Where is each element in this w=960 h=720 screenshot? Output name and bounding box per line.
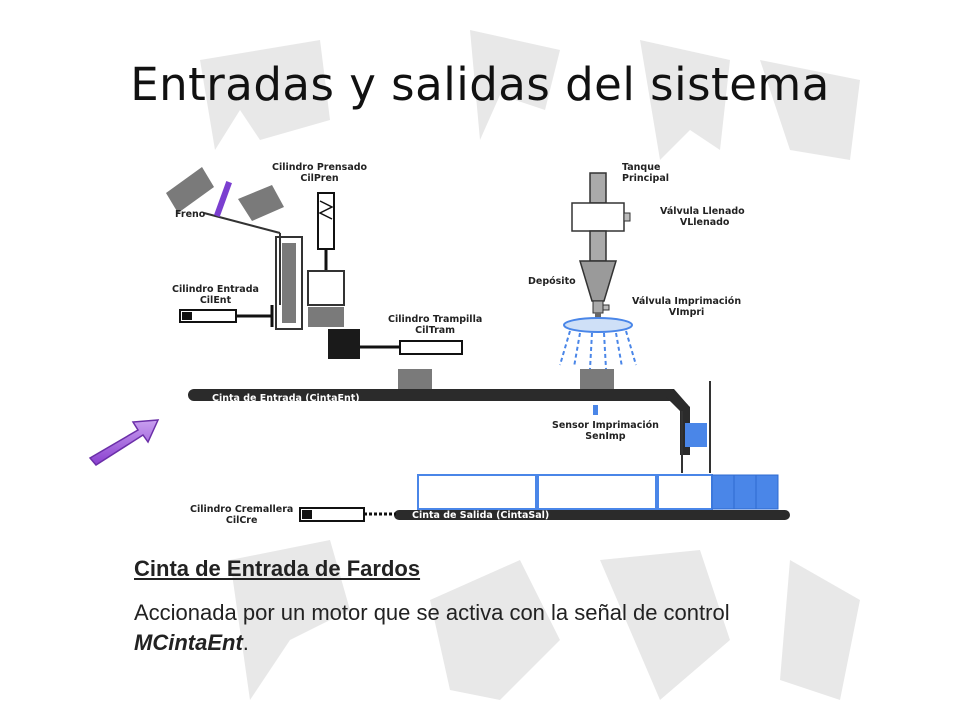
cil-cremallera [299, 507, 396, 522]
label-deposito: Depósito [528, 276, 576, 287]
exit-belt-boxes [417, 474, 779, 510]
brake [214, 181, 232, 217]
entry-belt [188, 389, 688, 409]
cil-trampilla [360, 340, 463, 355]
box-2 [580, 369, 614, 389]
machine-diagram [166, 167, 790, 522]
falling-box [685, 423, 707, 447]
cil-prensado [307, 192, 345, 327]
press-plate [282, 243, 296, 323]
inclined-feeder [166, 167, 284, 305]
cil-entrada [179, 305, 274, 327]
box-1 [398, 369, 432, 389]
exit-belt [394, 510, 790, 520]
signal-name: MCintaEnt [134, 630, 243, 655]
label-valvula-llenado: Válvula Llenado VLlenado [660, 206, 745, 228]
label-freno: Freno [175, 209, 206, 220]
trampilla [328, 329, 360, 359]
section-heading: Cinta de Entrada de Fardos [134, 556, 421, 581]
slide-title: Entradas y salidas del sistema [130, 58, 830, 111]
press-housing [275, 236, 303, 330]
label-cinta-salida: Cinta de Salida (CintaSal) [412, 510, 550, 521]
description-text: Accionada por un motor que se activa con… [134, 600, 730, 625]
label-cinta-entrada: Cinta de Entrada (CintaEnt) [212, 393, 360, 404]
pointer-arrow-icon [88, 419, 160, 466]
tank [571, 172, 631, 321]
description-end: . [242, 630, 249, 655]
sensor [593, 405, 598, 415]
section-description: Accionada por un motor que se activa con… [134, 598, 834, 658]
spray [559, 317, 637, 370]
